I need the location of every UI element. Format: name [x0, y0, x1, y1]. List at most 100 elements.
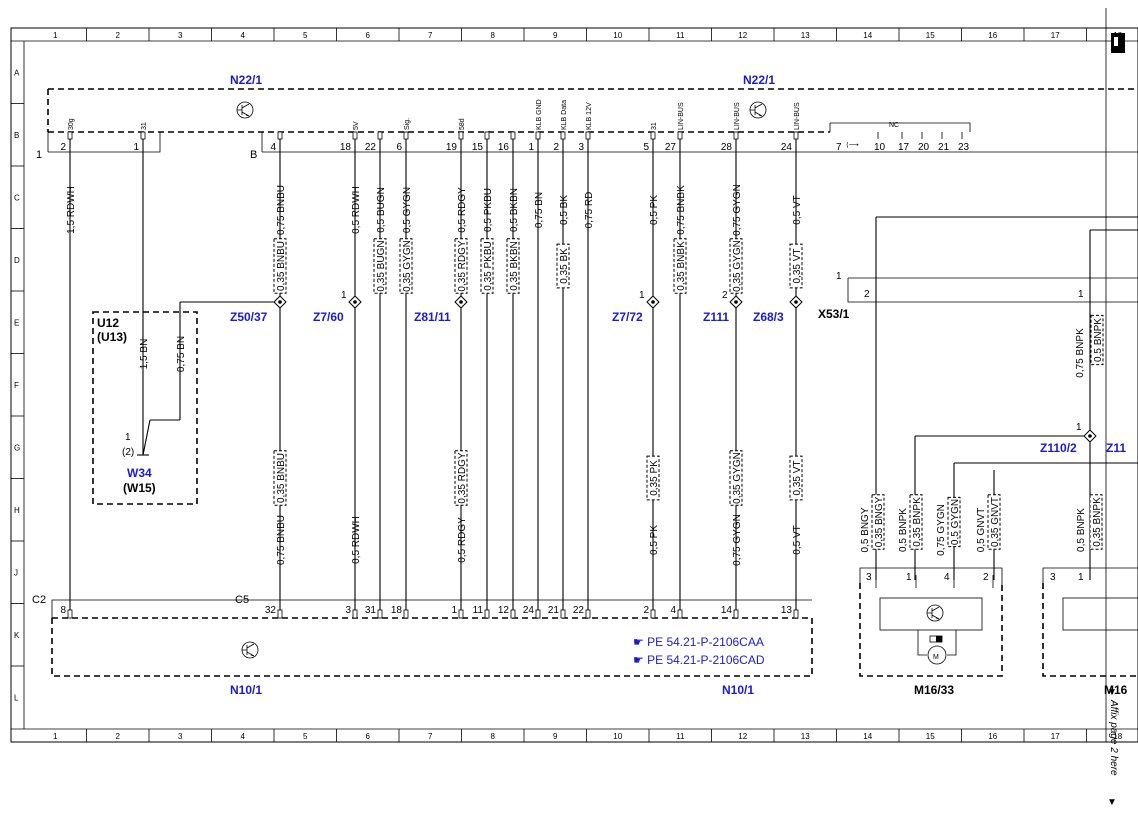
pin-function-label: 30g [68, 118, 75, 130]
m16-wire-spec: 0,5 BNGY [860, 507, 871, 552]
pin-terminal [793, 131, 799, 140]
pin-terminal [733, 131, 739, 140]
u12-module: U12 (U13) 1 (2) W34 (W15) [92, 311, 198, 505]
splice-pin: 2 [722, 290, 728, 301]
m16-wire-spec: 0,75 GYGN [936, 504, 947, 556]
shield-wire-spec: 0,35 VT [792, 248, 803, 283]
wire-spec-lower: 0,5 VT [792, 525, 803, 554]
splice-dot [459, 300, 463, 304]
m16-cut-actuator: M16 [1042, 567, 1138, 697]
pin-terminal [560, 609, 566, 619]
pin-terminal [377, 609, 383, 619]
pin-terminal [535, 609, 541, 619]
wire-spec-lower: 0,5 PK [649, 525, 660, 555]
row-letter: B [14, 131, 19, 140]
pin-number: 3 [578, 142, 584, 153]
row-letter: F [14, 381, 19, 390]
row-letter: C [14, 193, 20, 202]
connector-b-label: B [250, 149, 257, 161]
splice-label: Z50/37 [230, 310, 268, 324]
column-number: 5 [303, 732, 308, 741]
pin-terminal [403, 609, 409, 619]
pin-number: 21 [548, 605, 560, 616]
splice-label: Z68/3 [753, 310, 784, 324]
u12-wire-spec: 0,75 BN [176, 336, 187, 372]
row-letter: H [14, 506, 20, 515]
column-number: 16 [988, 732, 997, 741]
pin-terminal [585, 609, 591, 619]
m16-shield-spec: 0,5 GYGN [950, 499, 961, 545]
wire-spec-lower: 0,5 RDGY [457, 517, 468, 563]
pin-terminal [458, 609, 464, 619]
nc-symbol: ⟨⟶ [846, 141, 859, 149]
shield-box [789, 243, 803, 289]
wire-segment [142, 419, 151, 456]
m16-shield-spec: 0,35 GNVT [990, 497, 1001, 547]
column-number: 13 [801, 732, 810, 741]
u12-label: U12 [97, 316, 119, 330]
column-number: 9 [553, 31, 558, 40]
n10-label-left: N10/1 [230, 683, 262, 697]
pin-function-label: Sig. [404, 118, 411, 130]
shield-wire-spec: 0,35 BUGN [376, 240, 387, 291]
column-number: 7 [428, 732, 433, 741]
pin-terminal [793, 609, 799, 619]
pin-number: 8 [60, 605, 66, 616]
m16-pin-number: 3 [866, 572, 872, 583]
cut-shield-spec: 0,35 BNPK [1092, 497, 1103, 547]
reference-link-2[interactable]: ☛ PE 54.21-P-2106CAD [633, 653, 765, 667]
row-letter: D [14, 256, 20, 265]
w15-label: (W15) [123, 481, 156, 495]
shield-box [480, 238, 494, 294]
column-number: 8 [491, 732, 496, 741]
reference-hand-icon: ☛ [633, 653, 644, 667]
shield-wire-spec: 0,35 RDGY [457, 452, 468, 503]
pin-terminal [140, 131, 146, 140]
wire-spec-upper: 0,75 GYGN [732, 184, 743, 236]
reference-text-2: PE 54.21-P-2106CAD [647, 653, 765, 667]
column-number: 8 [491, 31, 496, 40]
column-number: 4 [241, 732, 246, 741]
shield-box [506, 238, 520, 294]
shield-box [947, 496, 961, 548]
pin-terminal [560, 131, 566, 140]
shield-wire-spec: 0,35 GYGN [732, 452, 743, 504]
column-number: 3 [178, 31, 183, 40]
splice-label: Z7/72 [612, 310, 643, 324]
pin-number: 4 [270, 142, 276, 153]
nc-label: NC [889, 122, 899, 129]
pin-terminal [403, 131, 409, 140]
pin-number: 22 [573, 605, 585, 616]
column-number: 17 [1051, 732, 1060, 741]
shield-wire-spec: 0,35 BK [559, 248, 570, 284]
column-number: 11 [676, 732, 685, 741]
column-number: 15 [926, 31, 935, 40]
reference-link-1[interactable]: ☛ PE 54.21-P-2106CAA [633, 635, 764, 649]
column-number: 12 [738, 31, 747, 40]
x53-label: X53/1 [818, 307, 850, 321]
shield-box [399, 238, 413, 294]
column-number: 9 [553, 732, 558, 741]
column-number: 16 [988, 31, 997, 40]
pin-terminal [650, 609, 656, 619]
column-number: 12 [738, 732, 747, 741]
pin-terminal [277, 131, 283, 140]
splice-pin: 1 [639, 290, 645, 301]
wire-spec-upper: 1,5 RDWH [66, 186, 77, 234]
c5-label: C5 [235, 594, 249, 606]
pin-number: 22 [365, 142, 377, 153]
shield-wire-spec: 0,35 BNBK [676, 241, 687, 291]
corner-marker-icon [1111, 33, 1125, 53]
pin-function-label: KLB GND [536, 99, 543, 130]
splice-dot [278, 300, 282, 304]
column-number: 7 [428, 31, 433, 40]
column-number: 14 [863, 732, 872, 741]
svg-text:M: M [933, 654, 939, 661]
pin-number: 16 [498, 142, 510, 153]
u12-wire-spec: 1,5 BN [139, 339, 150, 370]
shield-box [1089, 494, 1103, 550]
